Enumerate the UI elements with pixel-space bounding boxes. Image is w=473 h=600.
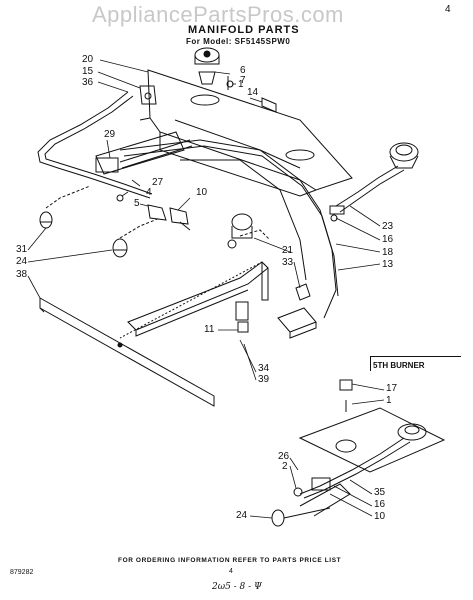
callout-24-inset: 24 <box>236 510 248 521</box>
callout-17: 17 <box>386 383 398 394</box>
callout-23: 23 <box>382 221 394 232</box>
callout-2: 2 <box>282 461 288 472</box>
fifth-burner-inset <box>272 380 444 526</box>
callout-29: 29 <box>104 129 116 140</box>
model-label: For Model: SF5145SPW0 <box>186 37 291 46</box>
callout-10: 10 <box>196 187 208 198</box>
callout-24: 24 <box>16 256 28 267</box>
callout-33: 33 <box>282 257 294 268</box>
section-label-5th-burner: 5TH BURNER <box>373 361 425 370</box>
knobs <box>40 212 127 257</box>
bracket-36 <box>140 86 156 104</box>
right-burner <box>330 143 418 221</box>
page-title: MANIFOLD PARTS <box>188 24 300 36</box>
callout-5: 5 <box>134 198 140 209</box>
callout-6: 6 <box>240 65 246 76</box>
leader-dashed <box>46 186 270 240</box>
watermark: AppliancePartsPros.com <box>92 2 344 27</box>
callout-leaders <box>28 60 384 518</box>
callout-15: 15 <box>82 66 94 77</box>
fifth-burner-frame <box>370 356 461 371</box>
callout-11: 11 <box>204 324 215 335</box>
ignition-bracket <box>128 262 268 336</box>
manifold-tube <box>38 92 152 198</box>
callout-36: 36 <box>82 77 94 88</box>
callout-14: 14 <box>247 87 259 98</box>
callout-35: 35 <box>374 487 386 498</box>
callout-27: 27 <box>152 177 164 188</box>
valve-assembly <box>96 132 192 174</box>
callout-21: 21 <box>282 245 294 256</box>
callout-13: 13 <box>382 259 394 270</box>
callout-18: 18 <box>382 247 394 258</box>
bracket-outline <box>120 262 268 338</box>
page-number: 4 <box>229 568 233 575</box>
valve-block <box>278 284 316 338</box>
valve-parts <box>117 195 190 230</box>
corner-mark: 4 <box>445 4 451 15</box>
callout-38: 38 <box>16 269 28 280</box>
callout-10-inset: 10 <box>374 511 386 522</box>
top-burner-valve <box>195 48 233 90</box>
front-panel <box>40 298 214 406</box>
callout-20: 20 <box>82 54 94 65</box>
burner-21 <box>228 214 252 248</box>
callout-16: 16 <box>382 234 394 245</box>
callout-7: 7 <box>240 75 246 86</box>
callout-39: 39 <box>258 374 270 385</box>
document-number: 879282 <box>10 569 34 576</box>
handwritten-note: 2ω5 - 8 - Ψ <box>212 582 262 592</box>
callout-4: 4 <box>146 187 152 198</box>
bracket-14 <box>262 98 276 112</box>
ordering-note: FOR ORDERING INFORMATION REFER TO PARTS … <box>118 557 342 564</box>
callout-16-inset: 16 <box>374 499 386 510</box>
callout-1-inset: 1 <box>386 395 392 406</box>
callout-34: 34 <box>258 363 270 374</box>
callout-26: 26 <box>278 451 290 462</box>
callout-1: 1 <box>238 79 244 90</box>
gas-tubes <box>120 140 338 318</box>
callout-31: 31 <box>16 244 28 255</box>
